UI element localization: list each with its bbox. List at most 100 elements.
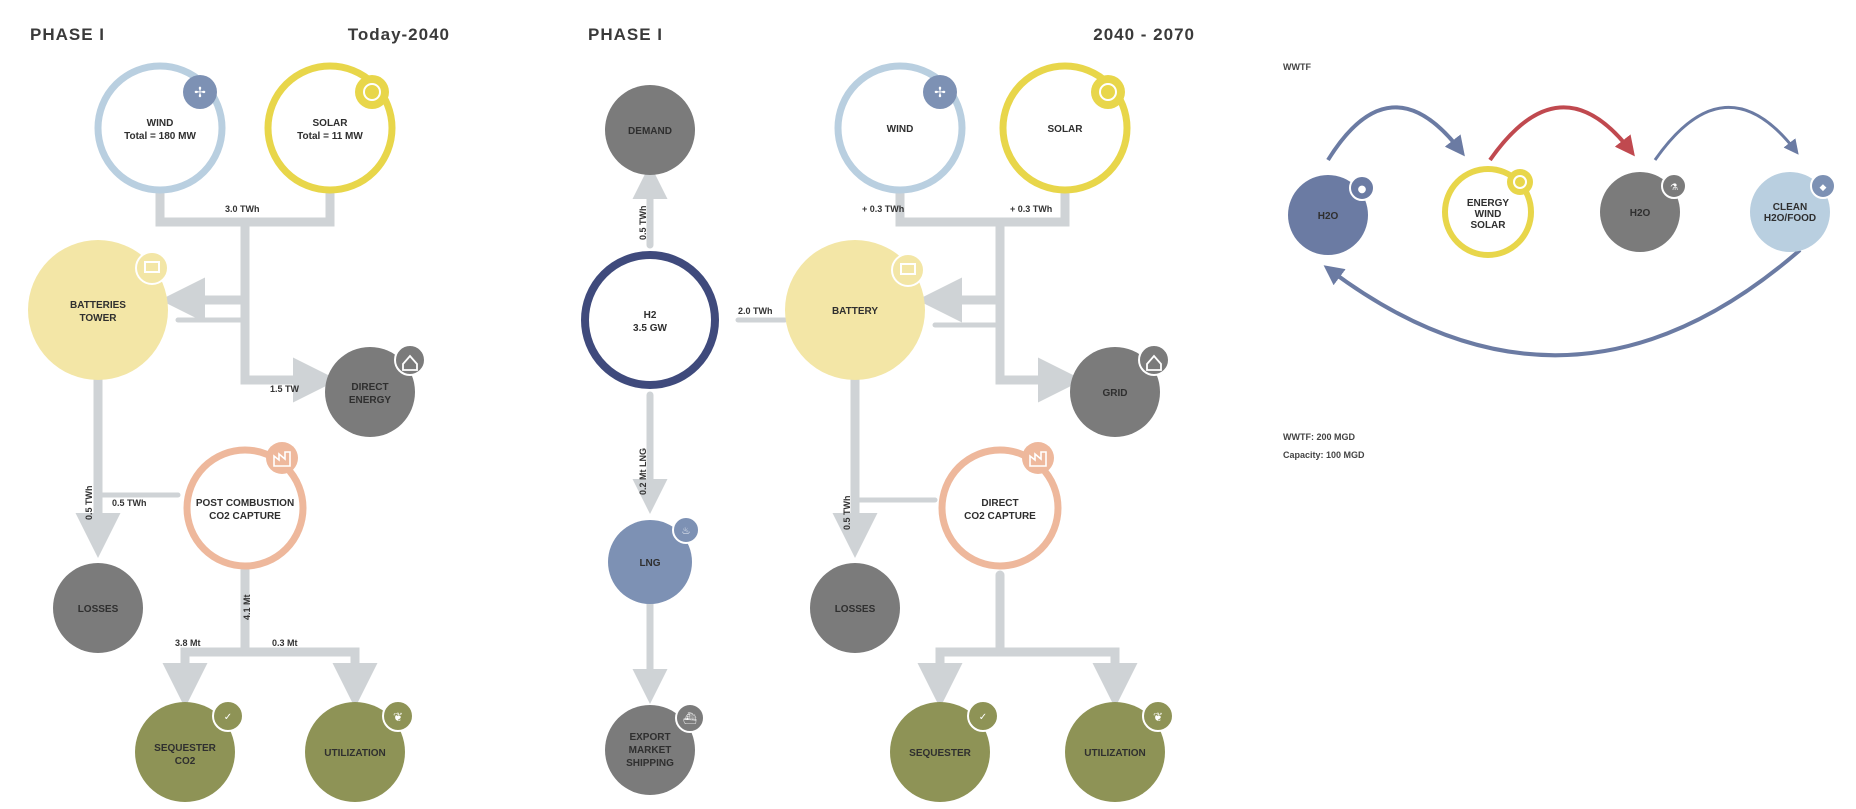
node-grid: DIRECT ENERGY bbox=[325, 344, 426, 437]
flow-label-h2-battery: 2.0 TWh bbox=[738, 306, 773, 316]
water-drop-icon: ● bbox=[1358, 184, 1367, 195]
p2-wind-label: WIND bbox=[887, 124, 914, 135]
legend-line-2: Capacity: 100 MGD bbox=[1283, 450, 1365, 460]
p2-node-grid: GRID bbox=[1070, 344, 1170, 437]
node-h2: H2 3.5 GW bbox=[581, 251, 719, 389]
flow-label-solar-out: + 0.3 TWh bbox=[1010, 204, 1052, 214]
cycle-arrow-1 bbox=[1326, 105, 1465, 162]
p2-renewables-bus bbox=[895, 185, 1070, 227]
cycle-panel: WWTF ● H2O ENERGY WIND SOLAR ⚗ H2O bbox=[1283, 62, 1836, 460]
flask-icon: ⚗ bbox=[1670, 183, 1678, 193]
wind-turbine-icon: ✢ bbox=[934, 85, 946, 101]
node-storage: ✓ SEQUESTER CO2 bbox=[135, 700, 244, 802]
node-export: ⛴ EXPORT MARKET SHIPPING bbox=[605, 703, 705, 795]
node-demand: DEMAND bbox=[605, 85, 695, 175]
p2-storage-label: SEQUESTER bbox=[909, 748, 971, 759]
flow-label-capture-vertical: 4.1 Mt bbox=[242, 594, 252, 620]
p2-capture-label: DIRECT bbox=[981, 498, 1018, 509]
flow-label-losses-vertical: 0.5 TWh bbox=[84, 485, 94, 520]
p2-solar-label: SOLAR bbox=[1048, 124, 1084, 135]
grid-sublabel: ENERGY bbox=[349, 395, 392, 406]
sun-icon bbox=[1513, 175, 1527, 189]
storage-sublabel: CO2 bbox=[175, 756, 196, 767]
phase1-period: Today-2040 bbox=[348, 25, 450, 44]
cycle-arrow-2 bbox=[1488, 105, 1635, 162]
cycle-node-2: ENERGY WIND SOLAR bbox=[1442, 166, 1534, 258]
wind-label: WIND bbox=[147, 118, 174, 129]
cycle-node-1: ● H2O bbox=[1288, 175, 1375, 255]
house-icon bbox=[402, 354, 418, 371]
node-solar: SOLAR Total = 11 MW bbox=[264, 62, 396, 194]
node-utilization: ❦ UTILIZATION bbox=[305, 700, 414, 802]
sun-icon bbox=[1099, 83, 1117, 101]
phase1-flows bbox=[75, 185, 378, 708]
factory-icon bbox=[273, 451, 291, 467]
demand-label: DEMAND bbox=[628, 126, 672, 137]
cycle-node-2-sublabel: WIND bbox=[1475, 209, 1502, 220]
flow-to-grid bbox=[240, 217, 338, 403]
cycle-node-4: ◆ CLEAN H2O/FOOD bbox=[1750, 172, 1836, 252]
p2-node-losses: LOSSES bbox=[810, 563, 900, 653]
losses-label: LOSSES bbox=[78, 604, 119, 615]
phase2-panel: PHASE I 2040 - 2070 0.5 TWh 0.2 Mt LNG 2… bbox=[581, 25, 1194, 802]
cycle-arrow-3 bbox=[1653, 105, 1799, 161]
phase2-title: PHASE I bbox=[588, 25, 663, 44]
flow-label-wind-out: + 0.3 TWh bbox=[862, 204, 904, 214]
flow-to-utilization bbox=[240, 647, 378, 708]
storage-label: SEQUESTER bbox=[154, 743, 216, 754]
p2-losses-label: LOSSES bbox=[835, 604, 876, 615]
battery-label: BATTERIES bbox=[70, 300, 126, 311]
phase1-title: PHASE I bbox=[30, 25, 105, 44]
cycle-node-1-label: H2O bbox=[1318, 211, 1339, 222]
co2-icon: ✓ bbox=[979, 712, 987, 723]
flame-icon: ♨ bbox=[682, 526, 691, 537]
cycle-node-2-label: ENERGY bbox=[1467, 198, 1510, 209]
node-losses: LOSSES bbox=[53, 563, 143, 653]
house-icon bbox=[1146, 354, 1162, 371]
h2-sublabel: 3.5 GW bbox=[633, 323, 667, 334]
p2-flow-to-utilization bbox=[995, 647, 1138, 708]
p2-node-battery: BATTERY bbox=[785, 240, 925, 380]
solar-label: SOLAR bbox=[313, 118, 349, 129]
export-sublabel-2: SHIPPING bbox=[626, 758, 674, 769]
lng-label: LNG bbox=[639, 558, 660, 569]
h2-label: H2 bbox=[644, 310, 657, 321]
node-battery: BATTERIES TOWER bbox=[28, 240, 169, 380]
p2-capture-sublabel: CO2 CAPTURE bbox=[964, 511, 1036, 522]
flow-label-renew-total: 3.0 TWh bbox=[225, 204, 260, 214]
flow-to-storage bbox=[162, 565, 250, 708]
leaf-icon: ❦ bbox=[1153, 710, 1163, 724]
cycle-node-3: ⚗ H2O bbox=[1600, 172, 1687, 252]
p2-node-solar: SOLAR bbox=[999, 62, 1131, 194]
cycle-arrow-return bbox=[1323, 248, 1802, 358]
drop-icon: ◆ bbox=[1820, 183, 1827, 193]
p2-flow-label-losses-vertical: 0.5 TWh bbox=[842, 495, 852, 530]
p2-flow-to-storage bbox=[917, 570, 1005, 708]
co2-icon: ✓ bbox=[224, 712, 232, 723]
wind-turbine-icon: ✢ bbox=[194, 85, 206, 101]
node-capture: POST COMBUSTION CO2 CAPTURE bbox=[183, 442, 307, 570]
battery-icon bbox=[144, 261, 160, 273]
p2-flow-to-grid bbox=[995, 217, 1083, 403]
p2-node-storage: ✓ SEQUESTER bbox=[890, 700, 999, 802]
legend-line-1: WWTF: 200 MGD bbox=[1283, 432, 1355, 442]
leaf-icon: ❦ bbox=[393, 710, 403, 724]
export-sublabel: MARKET bbox=[629, 745, 672, 756]
flow-label-storage: 3.8 Mt bbox=[175, 638, 201, 648]
p2-node-wind: ✢ WIND bbox=[834, 62, 966, 194]
utilization-label: UTILIZATION bbox=[324, 748, 385, 759]
sun-icon bbox=[363, 83, 381, 101]
flow-label-to-grid: 1.5 TW bbox=[270, 384, 300, 394]
p2-utilization-label: UTILIZATION bbox=[1084, 748, 1145, 759]
ship-icon: ⛴ bbox=[683, 712, 697, 725]
cycle-node-4-label: CLEAN bbox=[1773, 202, 1807, 213]
battery-icon bbox=[900, 263, 916, 275]
legend: WWTF: 200 MGD Capacity: 100 MGD bbox=[1283, 432, 1365, 460]
grid-label: DIRECT bbox=[351, 382, 388, 393]
capture-label: POST COMBUSTION bbox=[196, 498, 294, 509]
flow-label-demand-h2: 0.5 TWh bbox=[638, 205, 648, 240]
factory-icon bbox=[1029, 451, 1047, 467]
solar-sublabel: Total = 11 MW bbox=[297, 131, 363, 142]
battery-sublabel: TOWER bbox=[79, 313, 117, 324]
